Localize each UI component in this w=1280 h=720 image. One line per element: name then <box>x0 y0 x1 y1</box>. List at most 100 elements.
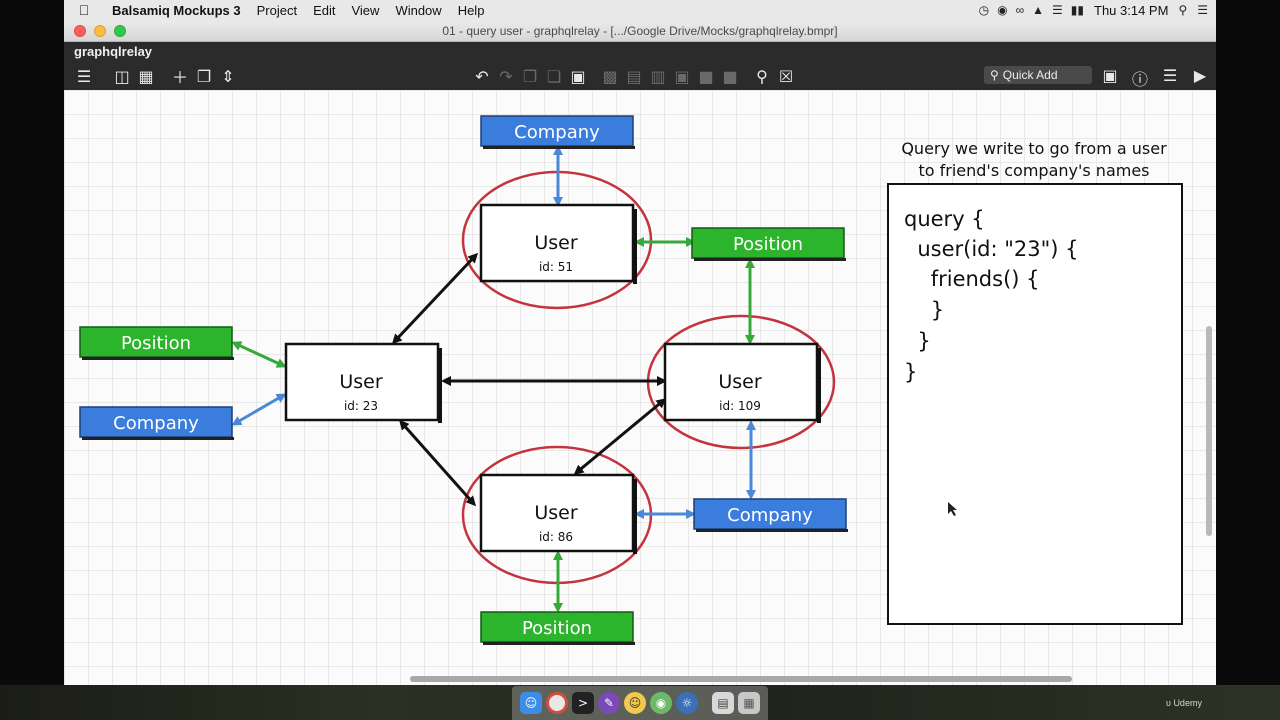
udemy-label: Udemy <box>1173 698 1202 708</box>
horizontal-scroll-thumb[interactable] <box>410 676 1072 682</box>
minimize-window-button[interactable] <box>94 24 106 37</box>
user-box[interactable]: User id: 51 <box>479 203 637 284</box>
document-icon[interactable]: ▤ <box>712 692 734 714</box>
close-window-button[interactable] <box>74 24 86 37</box>
company-tag[interactable]: Company <box>79 406 234 440</box>
query-code: query { user(id: "23") { friends() { } }… <box>64 90 1139 384</box>
position-tag[interactable]: Position <box>691 227 846 261</box>
redo-icon[interactable]: ↷ <box>499 66 513 86</box>
apple-icon[interactable]:  <box>64 2 104 18</box>
code-line: friends() { <box>904 267 1040 291</box>
menu-project[interactable]: Project <box>256 2 298 18</box>
friend-arrow <box>573 398 667 475</box>
drive-icon[interactable]: ▲ <box>1032 3 1045 17</box>
quick-add-placeholder: Quick Add <box>1002 68 1058 82</box>
mockup-canvas[interactable]: User id: 23 User id: 51 User id: 109 Use… <box>64 90 1216 685</box>
record-icon[interactable]: ◉ <box>997 3 1008 17</box>
friend-arrow <box>391 252 479 345</box>
notification-center-icon[interactable]: ☰ <box>1197 3 1208 17</box>
wifi-icon[interactable]: ☰ <box>1052 3 1063 17</box>
user-box[interactable]: User id: 23 <box>284 342 442 423</box>
code-line: query { <box>904 207 985 231</box>
position-tag-label: Position <box>522 618 592 639</box>
trash-bin-icon[interactable]: ▦ <box>738 692 760 714</box>
copy-icon[interactable]: ❐ <box>522 66 538 86</box>
company-tag-label: Company <box>113 413 199 434</box>
time-machine-icon[interactable]: ◷ <box>978 3 990 17</box>
menu-edit[interactable]: Edit <box>313 2 336 18</box>
undo-icon[interactable]: ↶ <box>475 66 489 86</box>
trash-icon[interactable]: ■ <box>722 66 738 86</box>
layer-icon[interactable]: ▣ <box>674 66 690 86</box>
user-label: User <box>718 371 761 393</box>
app-toolbar-area: graphqlrelay ☰ ◫ ▦ ＋ ❐ ⇕ ↶ ↷ ❐ ❏ ▣ ▩ ▤ ▥… <box>64 42 1216 90</box>
group-icon[interactable]: ▩ <box>602 66 618 86</box>
company-tag[interactable]: Company <box>693 498 848 532</box>
right-toolbar-buttons: ▣ ⓘ ☰ ▶ <box>1098 66 1212 90</box>
query-code-panel[interactable] <box>887 183 1183 625</box>
clear-icon[interactable]: ☒ <box>778 66 794 86</box>
paste-icon[interactable]: ❏ <box>546 66 562 86</box>
hamburger-menu-icon[interactable]: ☰ <box>76 66 92 86</box>
dock: ☺ > ✎ ☺ ◉ ☼ ▤ ▦ <box>512 686 768 720</box>
udemy-watermark: υ Udemy <box>1166 698 1202 708</box>
mouse-cursor-icon <box>948 502 957 516</box>
window-titlebar: 01 - query user - graphqlrelay - [.../Go… <box>64 20 1216 42</box>
menubar-clock[interactable]: Thu 3:14 PM <box>1094 2 1169 18</box>
zoom-window-button[interactable] <box>114 24 126 37</box>
company-arrow <box>231 393 287 426</box>
position-arrow <box>231 341 287 368</box>
menu-help[interactable]: Help <box>457 2 485 18</box>
properties-icon[interactable]: ☰ <box>1162 66 1178 85</box>
query-heading-line1: Query we write to go from a user <box>901 139 1167 158</box>
battery-icon[interactable]: ▮▮ <box>1070 3 1084 17</box>
user-box[interactable]: User id: 86 <box>479 473 637 554</box>
horizontal-scrollbar[interactable] <box>64 674 1204 684</box>
panel-toggle-icon[interactable]: ◫ <box>114 66 130 86</box>
user-label: User <box>534 232 577 254</box>
toolbar: ☰ ◫ ▦ ＋ ❐ ⇕ ↶ ↷ ❐ ❏ ▣ ▩ ▤ ▥ ▣ ■ ■ ⚲ ☒ <box>64 62 1216 90</box>
menu-app-name[interactable]: Balsamiq Mockups 3 <box>112 2 241 18</box>
position-tag[interactable]: Position <box>79 326 234 360</box>
user-id: id: 23 <box>344 399 378 413</box>
add-icon[interactable]: ＋ <box>171 68 188 87</box>
image-icon[interactable]: ▣ <box>1102 66 1118 85</box>
company-tag-label: Company <box>727 505 813 526</box>
sort-arrows-icon[interactable]: ⇕ <box>221 66 235 86</box>
menu-window[interactable]: Window <box>395 2 442 18</box>
menu-view[interactable]: View <box>351 2 380 18</box>
search-icon[interactable]: ⚲ <box>756 66 768 86</box>
browser-icon[interactable]: ☼ <box>676 692 698 714</box>
finder-icon[interactable]: ☺ <box>520 692 542 714</box>
chrome-icon[interactable] <box>546 692 568 714</box>
user-label: User <box>534 502 577 524</box>
vertical-scrollbar[interactable] <box>1206 96 1214 680</box>
user-id: id: 109 <box>719 399 761 413</box>
terminal-icon[interactable]: > <box>572 692 594 714</box>
position-tag-label: Position <box>733 234 803 255</box>
company-tag[interactable]: Company <box>480 115 635 149</box>
presentation-icon[interactable]: ▶ <box>1193 66 1207 85</box>
user-box[interactable]: User id: 109 <box>663 342 821 423</box>
quick-add-input[interactable]: ⚲ Quick Add <box>984 66 1092 84</box>
delete-icon[interactable]: ▣ <box>570 66 586 86</box>
position-tag[interactable]: Position <box>480 611 635 645</box>
company-tag-label: Company <box>514 122 600 143</box>
project-name: graphqlrelay <box>74 44 153 59</box>
lock-icon[interactable]: ■ <box>698 66 714 86</box>
grid-view-icon[interactable]: ▦ <box>138 66 154 86</box>
query-heading-line2: to friend's company's names <box>918 161 1149 180</box>
user-label: User <box>339 371 382 393</box>
glasses-icon[interactable]: ∞ <box>1015 3 1025 17</box>
smiley-icon[interactable]: ☺ <box>624 692 646 714</box>
editor-icon[interactable]: ✎ <box>598 692 620 714</box>
duplicate-icon[interactable]: ❐ <box>196 66 212 86</box>
globe-icon[interactable]: ◉ <box>650 692 672 714</box>
align-icon[interactable]: ▤ <box>626 66 642 86</box>
info-icon[interactable]: ⓘ <box>1131 70 1148 89</box>
vertical-scroll-thumb[interactable] <box>1206 326 1212 536</box>
spotlight-search-icon[interactable]: ⚲ <box>1178 3 1188 17</box>
udemy-logo-icon: υ <box>1166 698 1171 708</box>
distribute-icon[interactable]: ▥ <box>650 66 666 86</box>
